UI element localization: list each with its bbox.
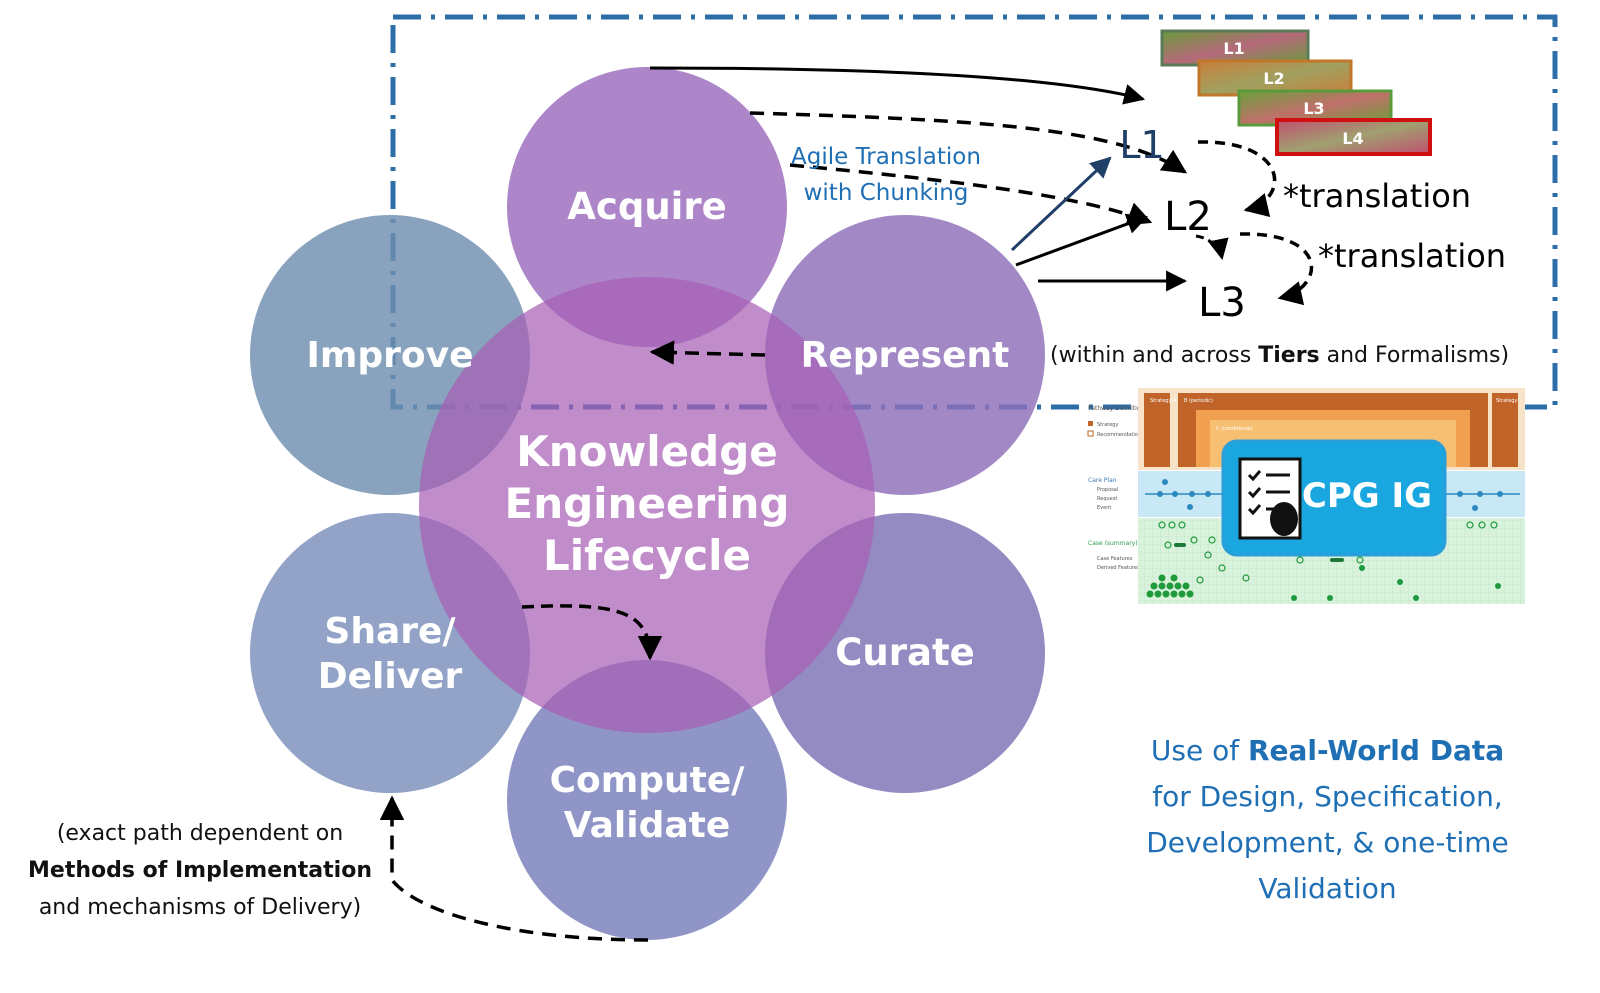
legend-derived-features: Derived Features: [1097, 565, 1140, 571]
rwd-line3: Development, & one-time: [1146, 826, 1509, 859]
tier-l3-label: L3: [1303, 99, 1324, 118]
level-l2-label: L2: [1164, 194, 1212, 240]
legend-event: Event: [1097, 505, 1111, 511]
legend-pathway: Pathway Definition: [1088, 405, 1144, 412]
exact-path-line1: (exact path dependent on: [56, 821, 344, 846]
rwd-prefix: Use of: [1150, 734, 1248, 767]
acquire-to-l2-arrow: [749, 111, 1188, 174]
legend-recommendation-swatch: [1087, 430, 1094, 437]
translation-label-1: *translation: [1283, 177, 1471, 215]
tiers-note-bold: Tiers: [1258, 343, 1320, 368]
strategy-c-label: C (conditional): [1216, 426, 1253, 432]
strategy-right-label: Strategy: [1496, 398, 1517, 404]
improve-label: Improve: [306, 335, 473, 376]
rwd-line2: for Design, Specification,: [1152, 780, 1503, 813]
legend-care-plan: Care Plan: [1088, 477, 1117, 484]
cpg-ig-label: CPG IG: [1302, 476, 1432, 516]
cpg-ig-thumbnail: Pathway Definition Strategy Recommendati…: [1087, 388, 1525, 604]
acquire-circle[interactable]: [507, 67, 787, 347]
represent-to-acquire-arrow: [649, 340, 766, 365]
legend-case: Case (summary): [1088, 540, 1138, 547]
rwd-line4: Validation: [1258, 872, 1397, 905]
tier-l2-label: L2: [1263, 69, 1284, 88]
legend-case-features: Case Features: [1097, 556, 1133, 562]
share-label-line1: Share/: [324, 611, 456, 652]
center-label-line3: Lifecycle: [543, 531, 751, 580]
agile-label-line1: Agile Translation: [791, 144, 981, 170]
compute-label-line1: Compute/: [550, 760, 746, 801]
case-markers: [1146, 565, 1501, 601]
l2-to-l3-arrow: [1195, 234, 1229, 261]
case-pill-2: [1330, 558, 1344, 562]
share-label-line2: Deliver: [318, 656, 463, 697]
strategy-right-block: [1492, 393, 1518, 467]
center-label-line1: Knowledge: [516, 427, 778, 476]
tier-l2-card: [1197, 59, 1353, 97]
tiers-note-suffix: and Formalisms): [1319, 343, 1510, 368]
tier-stack: L1 L2 L3 L4: [1160, 29, 1432, 156]
level-l3-label: L3: [1198, 280, 1246, 326]
l2-to-l3-translation-arrow: [1239, 232, 1314, 306]
center-label-line2: Engineering: [505, 479, 790, 528]
strategy-b-label: B (periodic): [1184, 398, 1213, 404]
legend-proposal: Proposal: [1097, 487, 1118, 493]
agile-chunking-arrow: [789, 163, 1153, 226]
case-pill-1: [1174, 543, 1186, 547]
l1-to-l2-translation-arrow: [1197, 140, 1277, 218]
exact-path-note: (exact path dependent on Methods of Impl…: [0, 815, 400, 926]
real-world-data-note: Use of Real-World Data for Design, Speci…: [1110, 728, 1545, 912]
exact-path-line2: Methods of Implementation: [28, 858, 372, 883]
knowledge-engineering-circle[interactable]: [419, 277, 875, 733]
lifecycle-circles: [250, 67, 1045, 940]
represent-to-l1-arrow: [1010, 156, 1112, 252]
checklist-seal-icon: [1270, 502, 1298, 536]
delivery-feedback-arrow: [379, 795, 649, 942]
tier-l4-label: L4: [1342, 129, 1363, 148]
checklist-icon: [1238, 457, 1302, 540]
legend-request: Request: [1097, 496, 1117, 502]
case-outline-markers: [1158, 521, 1498, 584]
tier-l4-card: [1275, 118, 1432, 156]
rwd-line1: Use of Real-World Data: [1110, 728, 1545, 774]
curate-label: Curate: [835, 631, 975, 674]
level-l1-label: L1: [1119, 123, 1164, 167]
represent-to-l2-arrow: [1015, 213, 1148, 267]
checklist-icon-marks: [1247, 470, 1290, 516]
tiers-note-prefix: (within and across: [1050, 343, 1259, 368]
tiers-note: (within and across Tiers and Formalisms): [1050, 343, 1550, 368]
legend-strategy-swatch: [1088, 421, 1093, 426]
tier-l1-card: [1160, 29, 1310, 67]
legend-recommendation: Recommendation: [1097, 432, 1141, 438]
translation-label-2: *translation: [1318, 237, 1506, 275]
strategy-a-label: Strategy A: [1150, 398, 1177, 404]
represent-label: Represent: [801, 335, 1010, 376]
acquire-to-l1-arrow: [649, 66, 1146, 105]
strategy-a-block: [1144, 393, 1170, 467]
share-to-compute-arrow: [521, 604, 663, 661]
acquire-label: Acquire: [567, 185, 726, 228]
compute-label-line2: Validate: [564, 805, 731, 846]
care-plan-markers: [1157, 479, 1503, 511]
exact-path-line3: and mechanisms of Delivery): [38, 895, 362, 920]
tier-l1-label: L1: [1223, 39, 1244, 58]
agile-label-line2: with Chunking: [804, 180, 969, 206]
legend-strategy: Strategy: [1097, 422, 1118, 428]
flow-arrows: [379, 66, 1314, 942]
compute-validate-circle[interactable]: [507, 660, 787, 940]
rwd-bold: Real-World Data: [1247, 734, 1505, 767]
